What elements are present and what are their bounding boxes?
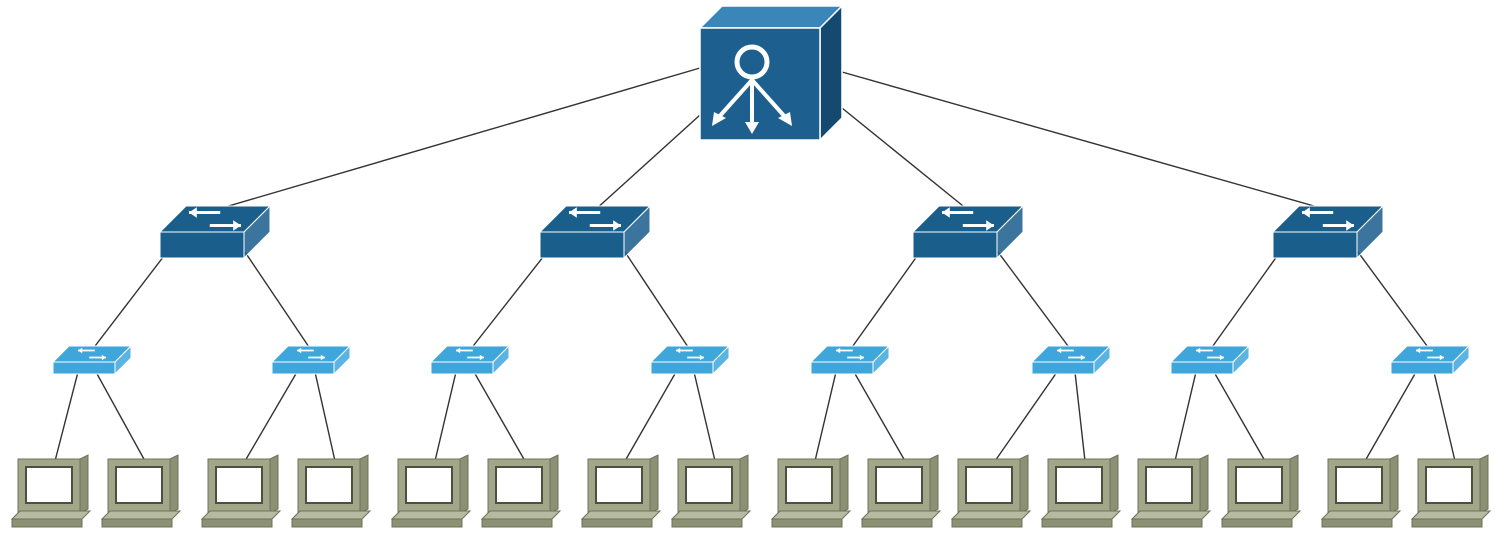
distribution-switch-icon	[538, 204, 652, 260]
link-acc-5-pc-9	[814, 371, 837, 462]
computer-icon	[1130, 454, 1212, 528]
link-dist-4-acc-8	[1357, 251, 1431, 351]
computer-icon	[480, 454, 562, 528]
computer-icon	[200, 454, 282, 528]
link-acc-2-pc-4	[314, 371, 336, 462]
access-switch-icon	[51, 344, 133, 376]
link-acc-8-pc-15	[1364, 371, 1417, 462]
link-acc-8-pc-16	[1433, 371, 1456, 462]
link-acc-4-pc-7	[624, 371, 677, 462]
access-switch-icon	[1389, 344, 1471, 376]
access-switch-icon	[429, 344, 511, 376]
link-dist-1-acc-1	[91, 251, 168, 351]
computer-icon	[1410, 454, 1492, 528]
access-switch-icon	[1030, 344, 1112, 376]
computer-icon	[950, 454, 1032, 528]
link-dist-3-acc-5	[849, 251, 921, 351]
link-acc-1-pc-2	[95, 371, 146, 462]
link-acc-7-pc-13	[1174, 371, 1197, 462]
link-acc-4-pc-8	[693, 371, 716, 462]
link-dist-4-acc-7	[1209, 251, 1281, 351]
computer-icon	[100, 454, 182, 528]
computer-icon	[1220, 454, 1302, 528]
computer-icon	[1040, 454, 1122, 528]
link-acc-6-pc-12	[1074, 371, 1086, 462]
link-dist-2-acc-4	[624, 251, 691, 351]
nodes-layer	[10, 4, 1492, 528]
link-core-dist-4	[841, 71, 1329, 211]
link-core-dist-1	[214, 67, 701, 211]
link-acc-6-pc-11	[994, 371, 1058, 462]
link-acc-5-pc-10	[853, 371, 906, 462]
distribution-switch-icon	[911, 204, 1025, 260]
link-core-dist-3	[841, 107, 969, 211]
computer-icon	[860, 454, 942, 528]
access-switch-icon	[649, 344, 731, 376]
computer-icon	[290, 454, 372, 528]
distribution-switch-icon	[158, 204, 272, 260]
link-core-dist-2	[594, 114, 701, 211]
link-acc-2-pc-3	[244, 371, 298, 462]
links-layer	[54, 67, 1456, 462]
link-acc-3-pc-5	[434, 371, 457, 462]
link-dist-1-acc-2	[244, 251, 312, 351]
computer-icon	[580, 454, 662, 528]
link-acc-1-pc-1	[54, 371, 79, 462]
link-dist-2-acc-3	[469, 251, 548, 351]
computer-icon	[770, 454, 852, 528]
access-switch-icon	[270, 344, 352, 376]
access-switch-icon	[1169, 344, 1251, 376]
link-dist-3-acc-6	[997, 251, 1072, 351]
link-acc-7-pc-14	[1213, 371, 1266, 462]
core-router-icon	[698, 4, 844, 142]
computer-icon	[1320, 454, 1402, 528]
distribution-switch-icon	[1271, 204, 1385, 260]
link-acc-3-pc-6	[473, 371, 526, 462]
computer-icon	[390, 454, 472, 528]
computer-icon	[10, 454, 92, 528]
access-switch-icon	[809, 344, 891, 376]
computer-icon	[670, 454, 752, 528]
